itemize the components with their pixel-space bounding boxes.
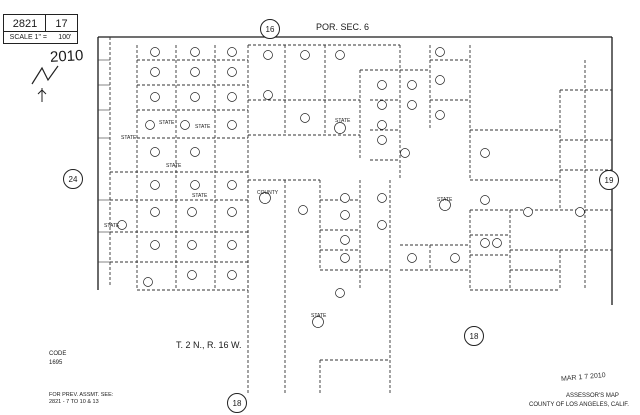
state-label: STATE	[195, 124, 211, 130]
parcel-number-circles	[117, 47, 585, 328]
state-label: STATE	[192, 193, 208, 199]
page-number: 17	[55, 17, 68, 30]
state-label: STATE	[311, 313, 327, 319]
section-title: POR. SEC. 6	[316, 22, 370, 32]
adjoining-sheet-top[interactable]: 16	[260, 19, 280, 39]
adjoining-sheet-right[interactable]: 19	[599, 170, 619, 190]
state-label: STATE	[437, 197, 453, 203]
book-number: 2821	[12, 17, 38, 30]
state-label: STATE	[121, 135, 137, 141]
left-lot-ticks	[98, 59, 110, 263]
prev-assessment-pages: 2821 - 7 TO 10 & 13	[49, 399, 99, 405]
section-boundary	[97, 36, 613, 305]
adjoining-sheet-bottom-center[interactable]: 18	[464, 326, 484, 346]
township-range: T. 2 N., R. 16 W.	[176, 340, 242, 350]
scale-box: SCALE 1" = 100'	[3, 31, 78, 44]
state-label: STATE	[335, 118, 351, 124]
parcel-lines	[109, 37, 612, 395]
adjoining-sheet-left[interactable]: 24	[63, 169, 83, 189]
code-label: CODE	[49, 351, 67, 357]
publisher-line2: COUNTY OF LOS ANGELES, CALIF.	[529, 402, 629, 408]
state-label: STATE	[104, 223, 120, 229]
north-arrow-icon	[37, 88, 47, 102]
state-label: STATE	[159, 120, 175, 126]
adjoining-sheet-bottom[interactable]: 18	[227, 393, 247, 413]
scale-value: 100'	[58, 34, 72, 41]
state-label: STATE	[166, 163, 182, 169]
county-label: COUNTY	[257, 190, 279, 196]
prev-assessment-label: FOR PREV. ASSMT. SEE:	[49, 392, 114, 398]
publisher-line1: ASSESSOR'S MAP	[566, 393, 619, 399]
code-value: 1695	[49, 360, 63, 366]
year-mark-squiggle	[31, 65, 59, 85]
page-number-box: 17	[45, 14, 78, 33]
scale-label: SCALE 1" =	[9, 34, 47, 41]
